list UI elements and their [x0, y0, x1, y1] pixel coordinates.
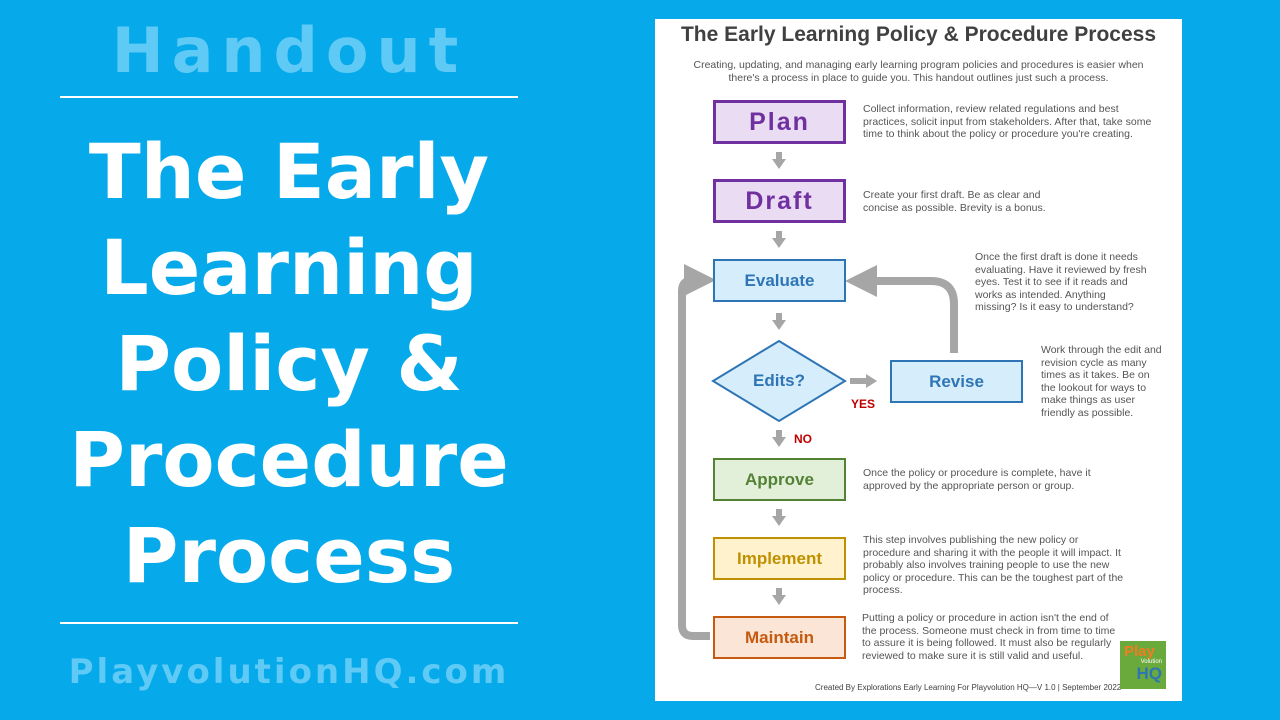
revise-loop-arrow: [845, 265, 958, 353]
edits-decision-shape: [711, 339, 847, 423]
implement-description: This step involves publishing the new po…: [863, 534, 1124, 596]
maintain-loop-arrow: [678, 264, 716, 640]
revise-description: Work through the edit and revision cycle…: [1041, 344, 1162, 419]
down-arrow: [772, 313, 786, 330]
maintain-description: Putting a policy or procedure in action …: [862, 612, 1116, 662]
bottom-divider: [60, 622, 518, 624]
down-arrow: [772, 430, 786, 447]
document-title: The Early Learning Policy & Procedure Pr…: [680, 23, 1156, 46]
down-arrow: [772, 231, 786, 248]
left-panel: Handout The Early Learning Policy & Proc…: [0, 0, 578, 720]
title-line: The Early: [88, 127, 490, 216]
document-footer: Created By Explorations Early Learning F…: [815, 683, 1122, 692]
step-plan: Plan: [713, 100, 846, 144]
logo-line: HQ: [1136, 664, 1163, 683]
handout-title: The Early Learning Policy & Procedure Pr…: [0, 124, 578, 604]
site-url: PlayvolutionHQ.com: [68, 652, 510, 692]
approve-description: Once the policy or procedure is complete…: [863, 467, 1091, 492]
down-arrow: [772, 588, 786, 605]
title-line: Process: [122, 511, 456, 600]
title-line: Policy &: [115, 319, 463, 408]
step-revise: Revise: [890, 360, 1023, 403]
step-evaluate: Evaluate: [713, 259, 846, 302]
step-maintain: Maintain: [713, 616, 846, 659]
playvolution-logo: Play Volution HQ: [1120, 641, 1166, 689]
handout-document: The Early Learning Policy & Procedure Pr…: [655, 19, 1182, 701]
down-arrow: [772, 509, 786, 526]
no-label: NO: [794, 432, 812, 446]
draft-description: Create your first draft. Be as clear and…: [863, 189, 1046, 214]
flow-arrows: [678, 152, 958, 640]
yes-label: YES: [851, 397, 876, 411]
step-edits: Edits?: [753, 371, 805, 390]
down-arrow: [772, 152, 786, 169]
yes-arrow: [850, 374, 877, 388]
handout-tag: Handout: [111, 14, 467, 87]
step-implement: Implement: [713, 537, 846, 580]
step-draft: Draft: [713, 179, 846, 223]
title-line: Procedure: [69, 415, 509, 504]
plan-description: Collect information, review related regu…: [863, 103, 1152, 140]
top-divider: [60, 96, 518, 98]
logo-line: Play: [1124, 643, 1155, 660]
intro-text: Creating, updating, and managing early l…: [693, 59, 1144, 84]
logo-line: Volution: [1140, 659, 1162, 665]
step-approve: Approve: [713, 458, 846, 501]
evaluate-description: Once the first draft is done it needs ev…: [975, 251, 1147, 313]
title-line: Learning: [100, 223, 478, 312]
